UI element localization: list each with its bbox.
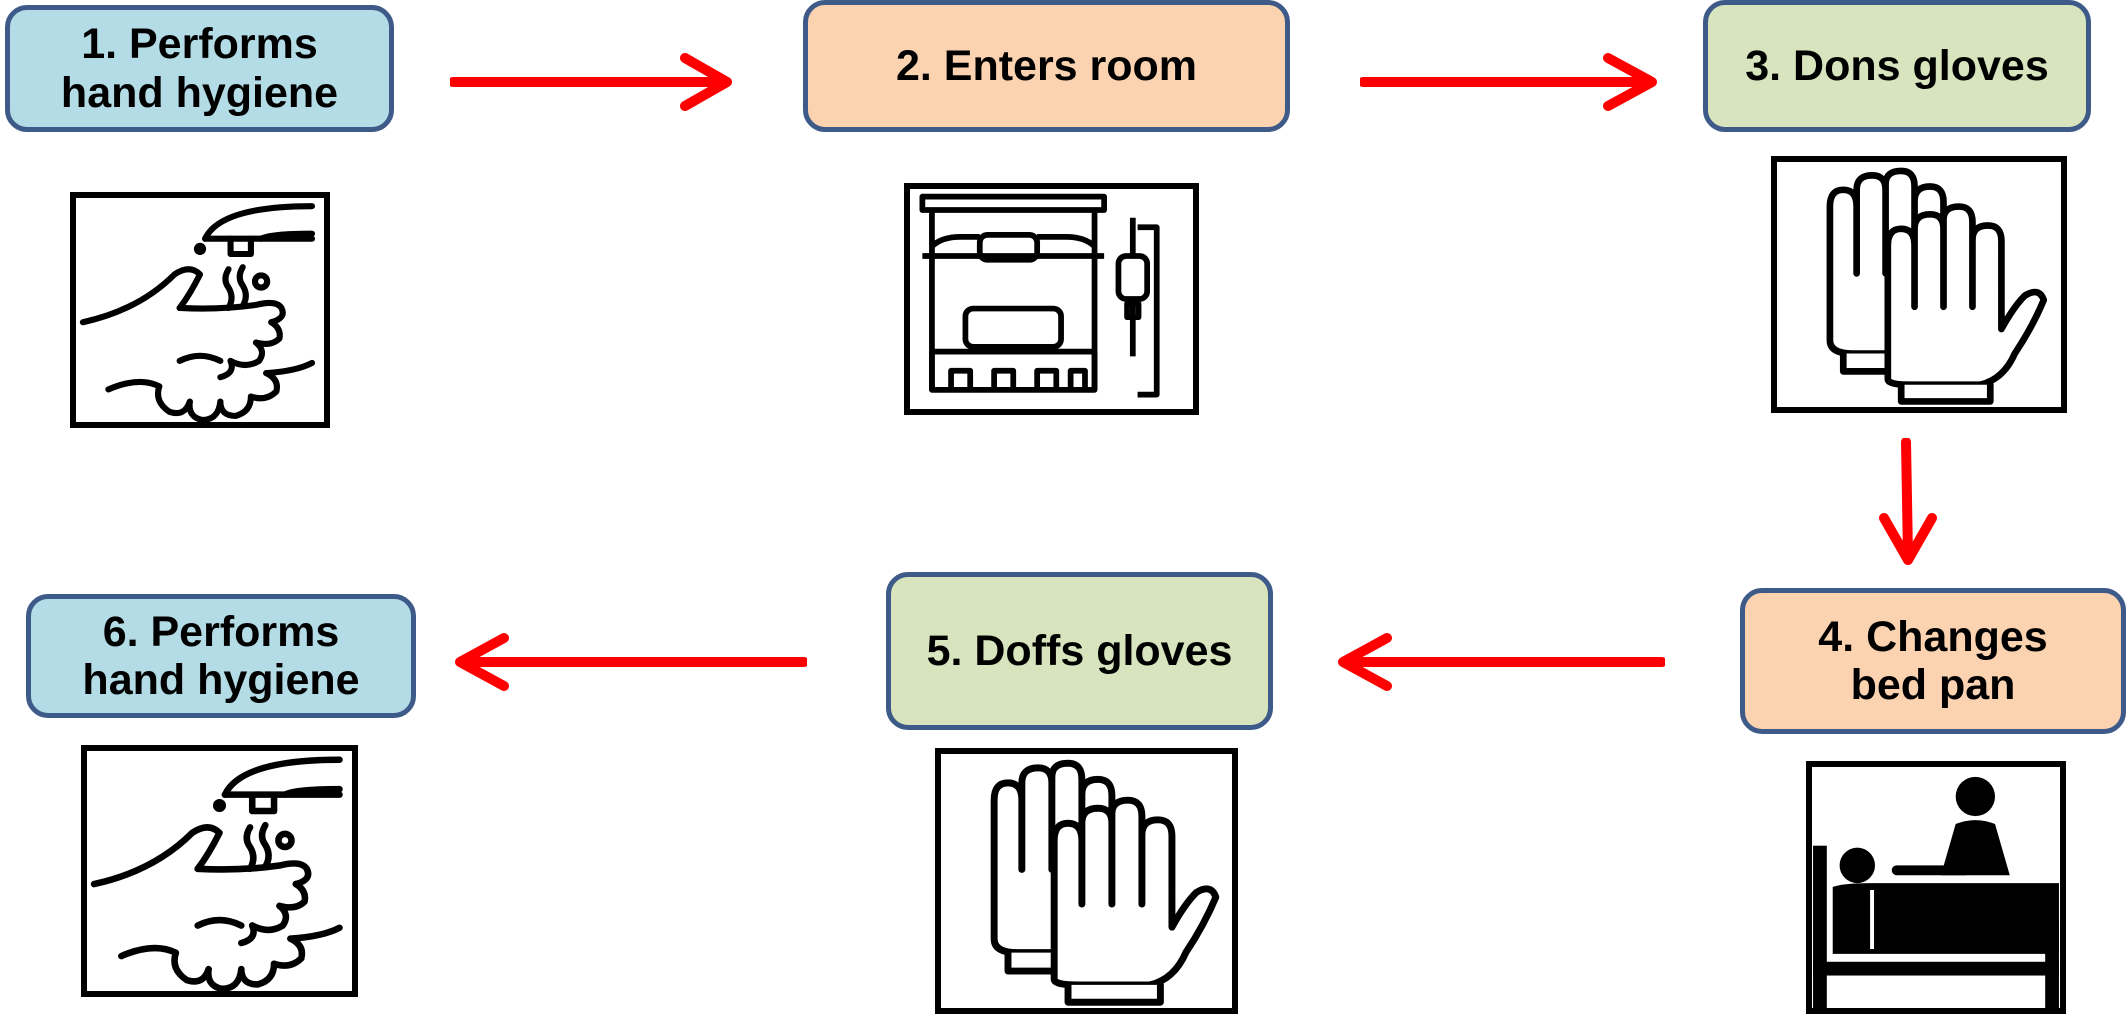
step-1-line1: 1. Performs bbox=[81, 20, 318, 69]
step-3-line1: 3. Dons gloves bbox=[1745, 41, 2049, 90]
hospital-room-icon bbox=[904, 183, 1199, 415]
step-3-box: 3. Dons gloves bbox=[1703, 0, 2091, 132]
patient-bed-icon bbox=[1806, 761, 2066, 1014]
arrow-right-1-to-2 bbox=[450, 53, 732, 111]
step-4-box: 4. Changes bed pan bbox=[1740, 588, 2126, 734]
hand-washing-icon bbox=[70, 192, 330, 428]
arrow-left-5-to-6 bbox=[455, 633, 807, 691]
arrow-left-4-to-5 bbox=[1338, 633, 1665, 691]
step-6-box: 6. Performs hand hygiene bbox=[26, 594, 416, 718]
step-1-box: 1. Performs hand hygiene bbox=[5, 5, 394, 132]
step-5-line1: 5. Doffs gloves bbox=[926, 626, 1233, 675]
step-4-line1: 4. Changes bbox=[1818, 612, 2048, 661]
step-2-box: 2. Enters room bbox=[803, 0, 1290, 132]
arrow-down-3-to-4 bbox=[1879, 438, 1937, 565]
step-6-line1: 6. Performs bbox=[102, 607, 340, 656]
step-6-line2: hand hygiene bbox=[82, 656, 360, 704]
arrow-right-2-to-3 bbox=[1360, 53, 1657, 111]
step-5-box: 5. Doffs gloves bbox=[886, 572, 1273, 730]
step-1-line2: hand hygiene bbox=[60, 68, 339, 117]
hand-washing-icon bbox=[81, 745, 358, 997]
step-4-line2: bed pan bbox=[1850, 661, 2016, 709]
gloves-icon bbox=[935, 748, 1238, 1014]
gloves-icon bbox=[1771, 156, 2067, 413]
step-2-line1: 2. Enters room bbox=[895, 41, 1198, 90]
